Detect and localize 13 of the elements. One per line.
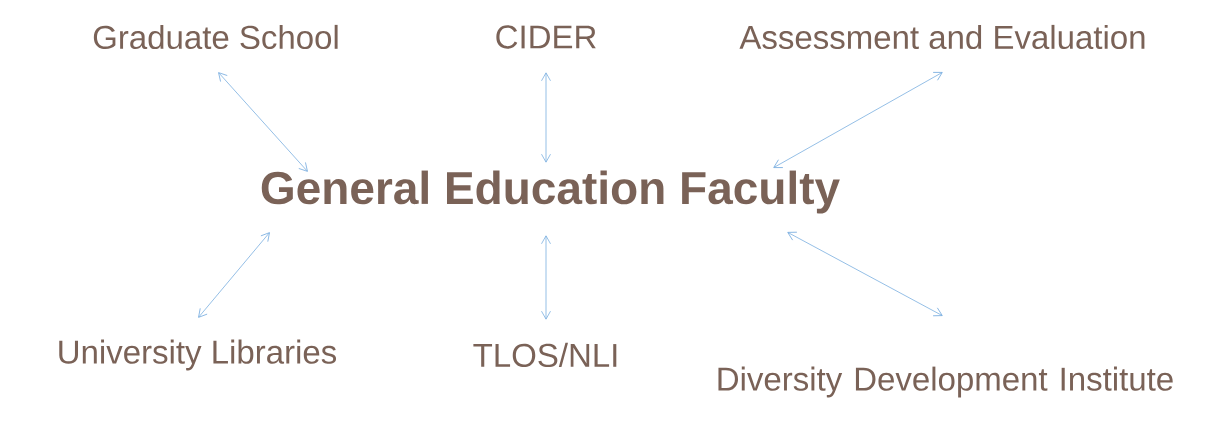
unit-label: Assessment and Evaluation: [739, 24, 1145, 50]
arrow: [218, 72, 308, 172]
arrow: [541, 235, 551, 320]
unit-label: University Libraries: [59, 339, 337, 371]
unit-label: CIDER: [496, 25, 596, 49]
unit-label: Graduate School: [93, 24, 338, 50]
unit-label: Diversity Development Institute: [718, 366, 1173, 398]
arrow: [773, 72, 943, 168]
arrow: [787, 231, 943, 317]
arrow: [198, 232, 270, 318]
heading-text: General Education Faculty: [261, 170, 840, 214]
arrow: [541, 72, 551, 163]
unit-label: TLOS/NLI: [473, 342, 617, 368]
